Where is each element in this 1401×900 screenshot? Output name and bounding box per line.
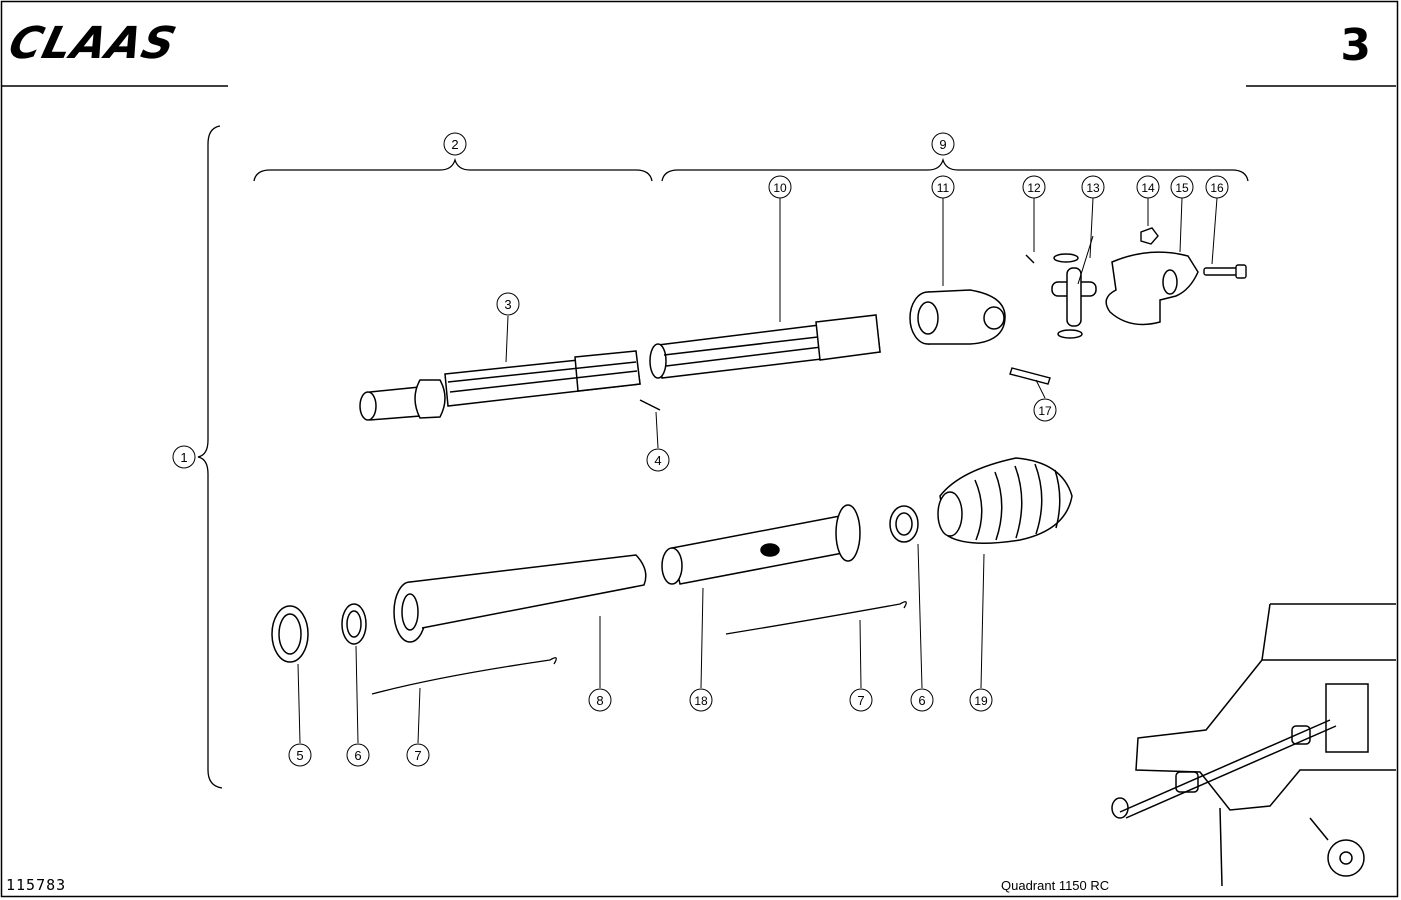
small-hardware	[639, 227, 1247, 411]
callout-label: 14	[1141, 181, 1155, 195]
callout: 19	[969, 688, 993, 712]
callout-label: 15	[1175, 181, 1189, 195]
callout: 4	[646, 448, 670, 472]
callout-label: 12	[1027, 181, 1041, 195]
callout-label: 10	[773, 181, 787, 195]
assembly-braces	[197, 125, 1249, 789]
callout-label: 5	[296, 748, 303, 763]
inner-shaft	[359, 350, 641, 421]
callout-label: 11	[937, 181, 950, 195]
callout: 10	[768, 175, 792, 199]
universal-cross	[1051, 253, 1097, 339]
callout-label: 6	[354, 748, 361, 763]
callout: 9	[931, 132, 955, 156]
leader-lines	[297, 197, 1218, 744]
callout-label: 1	[180, 450, 187, 465]
callout-label: 9	[939, 137, 946, 152]
bearing-rings	[271, 505, 919, 663]
callout: 11	[931, 175, 955, 199]
callout-label: 13	[1086, 181, 1100, 195]
callout: 1	[172, 445, 196, 469]
callout-label: 16	[1210, 181, 1224, 195]
callout: 8	[588, 688, 612, 712]
callout: 12	[1022, 175, 1046, 199]
guard-tube-outer	[393, 554, 647, 643]
callout-label: 18	[694, 694, 708, 708]
page-number: 3	[1340, 20, 1371, 71]
outer-yoke	[1105, 251, 1199, 326]
inner-yoke	[909, 289, 1006, 345]
callout: 16	[1205, 175, 1229, 199]
outer-shaft	[649, 314, 881, 379]
callout-label: 19	[974, 694, 988, 708]
drawing-number: 115783	[6, 876, 67, 894]
callout-label: 4	[654, 453, 661, 468]
callout: 18	[689, 688, 713, 712]
guard-tube-inner	[661, 504, 861, 585]
callout: 7	[849, 688, 873, 712]
callout: 6	[346, 743, 370, 767]
callout: 14	[1136, 175, 1160, 199]
callout-label: 7	[414, 748, 421, 763]
callout: 13	[1081, 175, 1105, 199]
callout-label: 8	[596, 693, 603, 708]
callout: 17	[1033, 398, 1057, 422]
callout-label: 2	[451, 137, 458, 152]
callout: 2	[443, 132, 467, 156]
callout: 5	[288, 743, 312, 767]
callout: 6	[910, 688, 934, 712]
model-name: Quadrant 1150 RC	[1001, 878, 1110, 893]
protection-bellows	[937, 457, 1073, 544]
callout: 3	[496, 292, 520, 316]
callout-label: 6	[918, 693, 925, 708]
safety-chains	[371, 601, 907, 695]
callout-label: 7	[857, 693, 864, 708]
callout-label: 3	[504, 297, 511, 312]
callout-label: 17	[1038, 404, 1052, 418]
callout: 15	[1170, 175, 1194, 199]
callout: 7	[406, 743, 430, 767]
machine-inset	[1111, 603, 1396, 887]
